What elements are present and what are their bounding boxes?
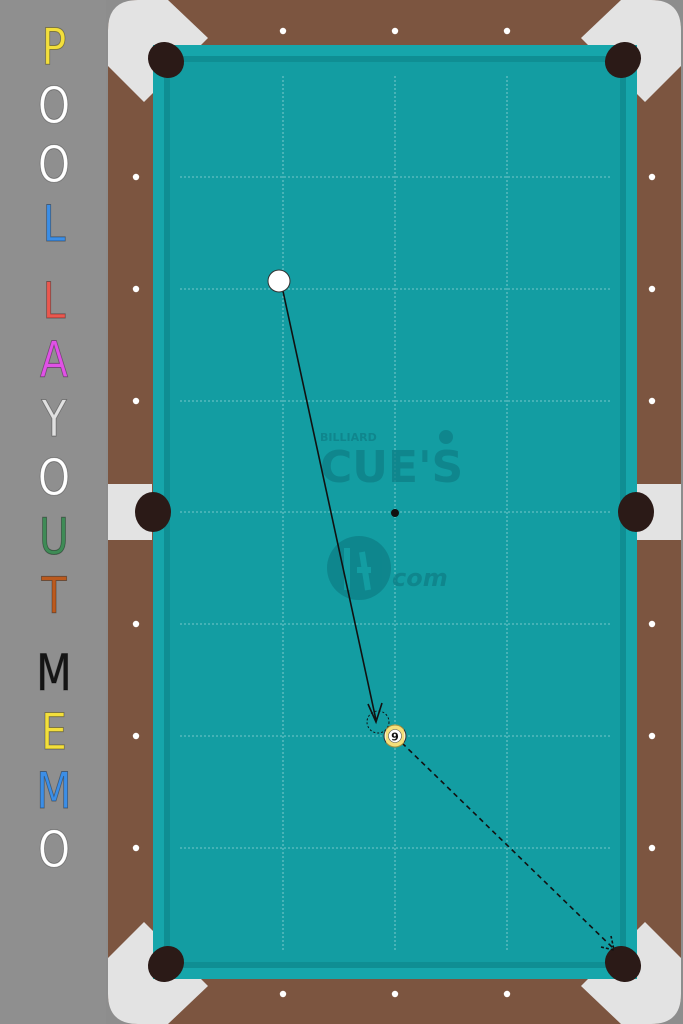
logo-com-text: com [392, 564, 448, 592]
nine-ball-number: 9 [391, 731, 399, 744]
title-word-gap [22, 626, 86, 644]
title-letter: Y [41, 390, 67, 449]
title-letter: M [36, 762, 72, 821]
title-word-gap [22, 254, 86, 272]
pockets [135, 41, 654, 983]
object-ball-arrowhead [600, 935, 616, 952]
logo-cues-text: CUE'S [320, 442, 463, 493]
pocket-bottom-left [147, 945, 185, 983]
title-letter: L [42, 195, 66, 254]
cue-shot-arrowhead [367, 702, 383, 725]
center-spot [391, 509, 399, 517]
title-letter: M [36, 644, 72, 703]
pocket-top-left [147, 41, 185, 79]
pool-table[interactable]: BILLIARD CUE'S com 9 [106, 0, 683, 1024]
nine-ball[interactable]: 9 [383, 724, 407, 748]
title-letter: A [39, 331, 69, 390]
pocket-side-right [618, 492, 654, 532]
title-letter: L [42, 272, 66, 331]
pocket-bottom-right [604, 945, 642, 983]
title-letter: E [41, 703, 68, 762]
cue-shot-line [280, 281, 377, 721]
title-letter: O [37, 77, 71, 136]
object-ball-path [401, 742, 614, 949]
title-letter: U [38, 508, 70, 567]
rail-diamonds [132, 27, 656, 998]
logo-ball-icon [439, 430, 453, 444]
title-letter: T [41, 567, 67, 626]
cue-ball[interactable] [267, 269, 291, 293]
title-letter: P [41, 18, 67, 77]
ghost-ball [366, 710, 390, 734]
title-letter: O [37, 136, 71, 195]
pocket-side-left [135, 492, 171, 532]
pocket-top-right [604, 41, 642, 79]
logo-billiard-text: BILLIARD [320, 431, 377, 444]
title-letter: O [37, 821, 71, 880]
title-letter: O [37, 449, 71, 508]
